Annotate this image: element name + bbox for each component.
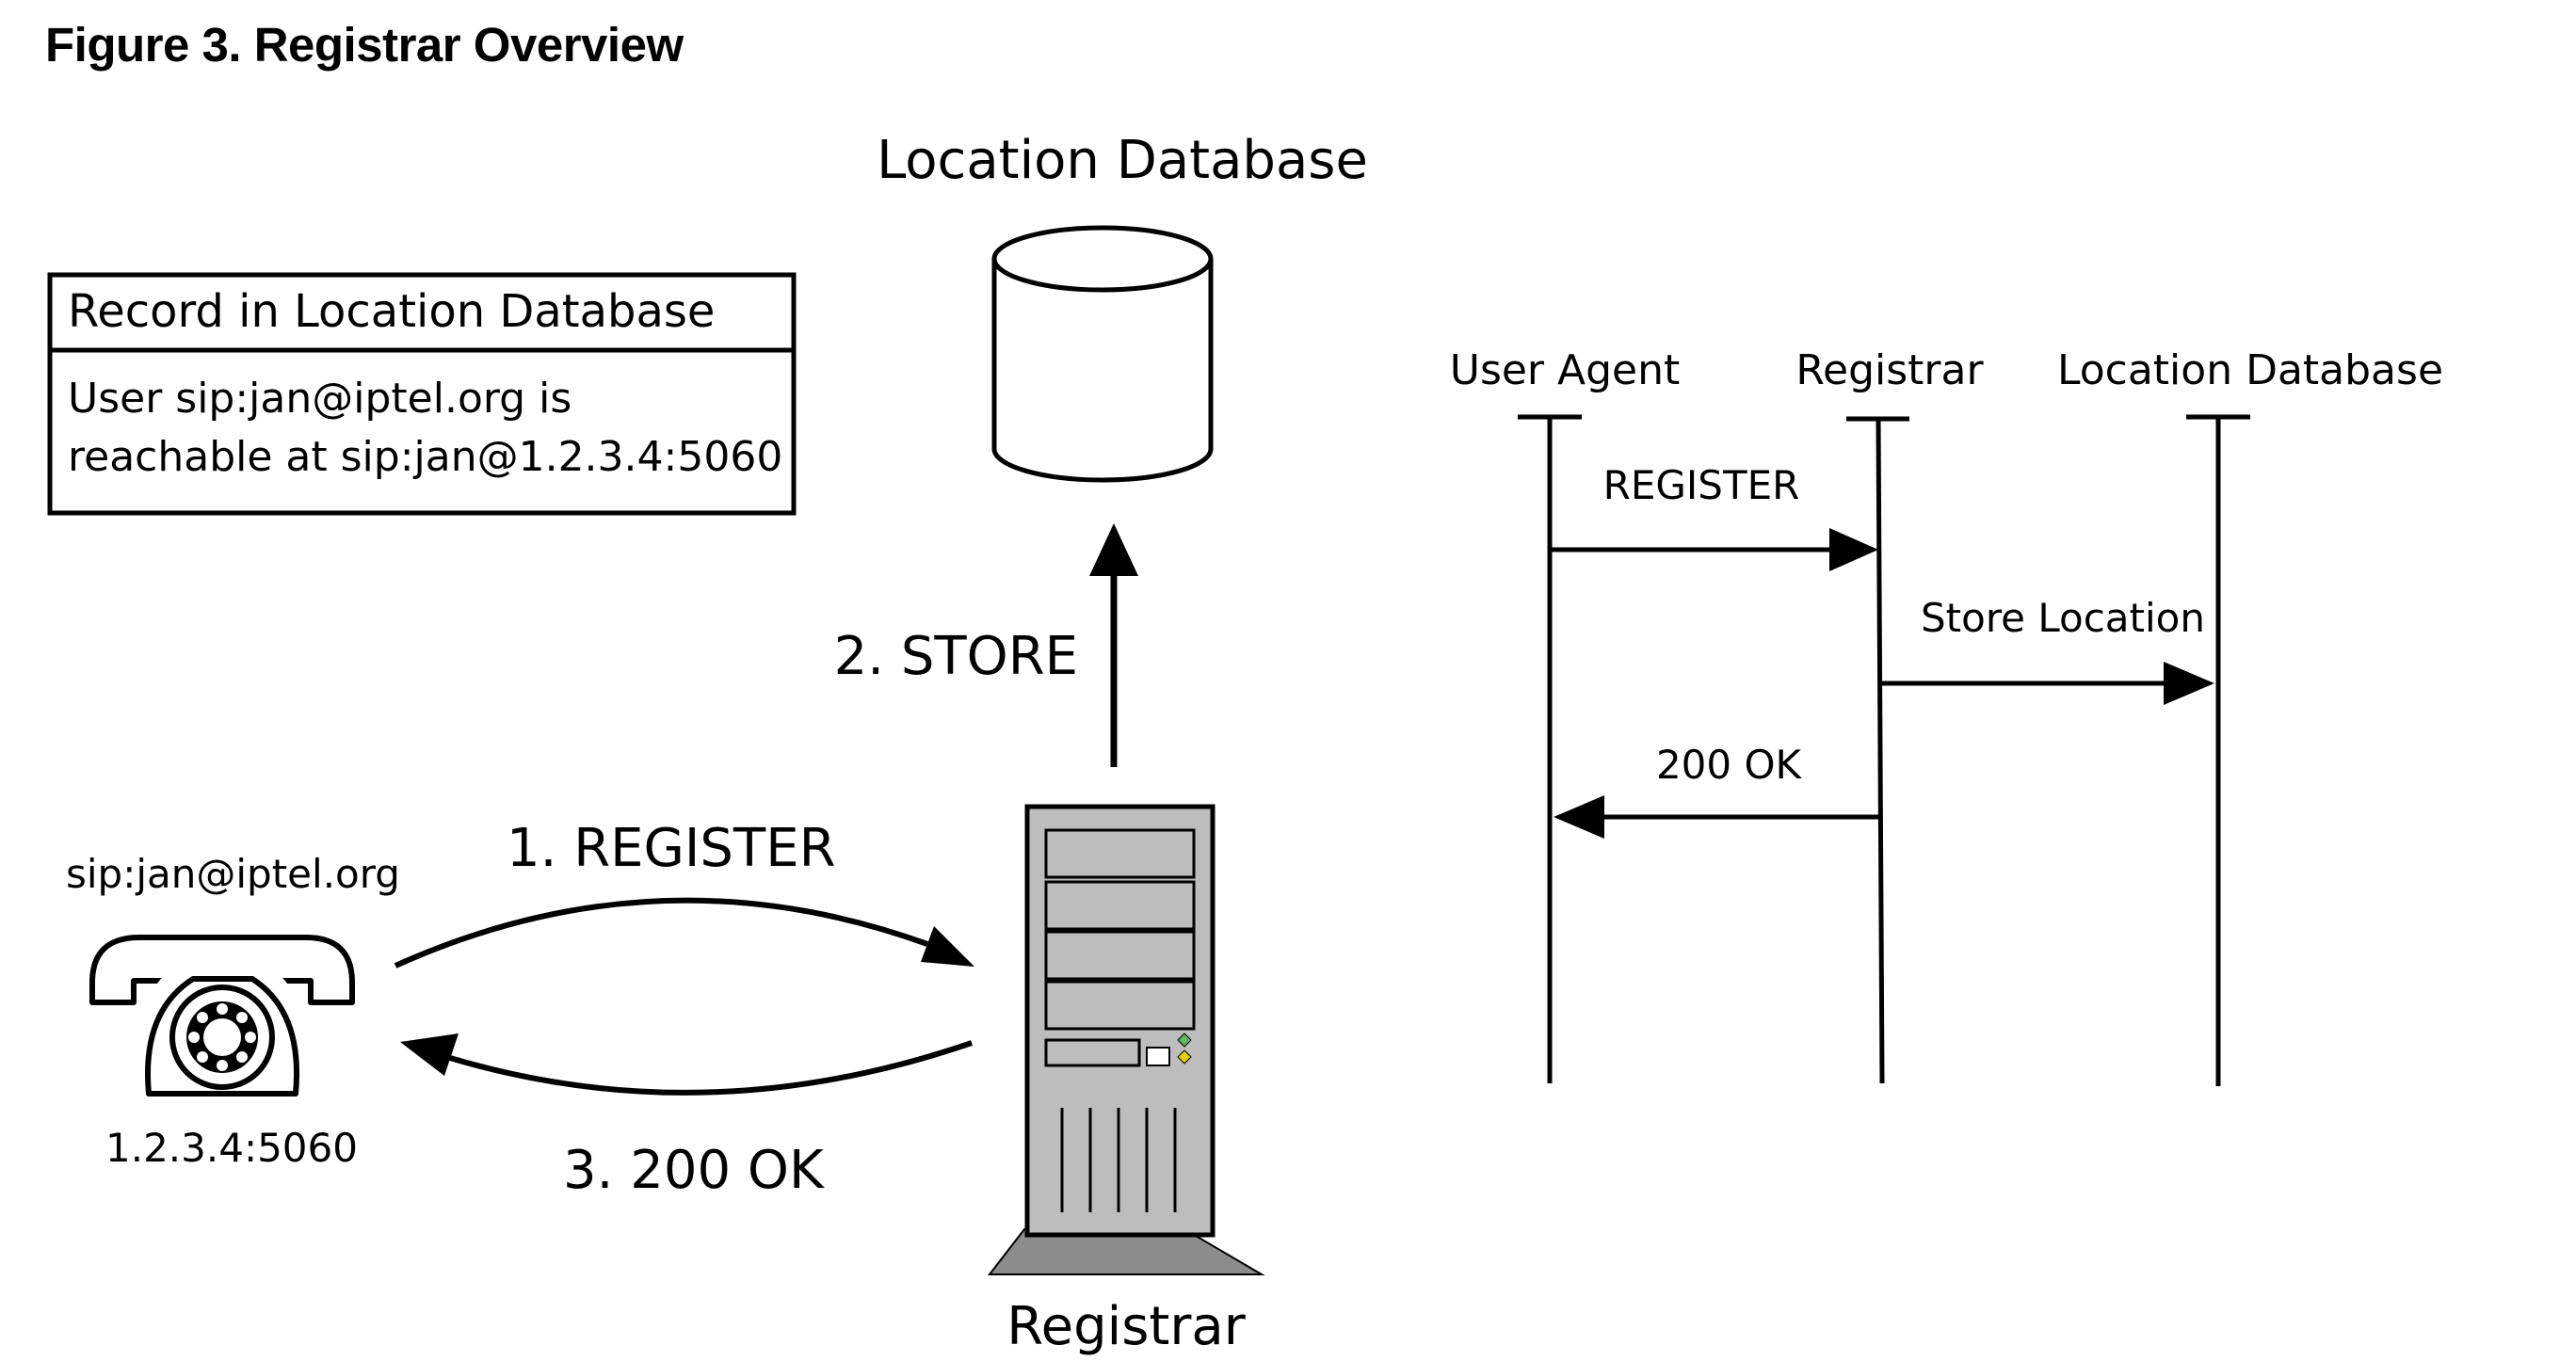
phone-address: 1.2.3.4:5060 [105, 1125, 358, 1171]
server-label: Registrar [1006, 1296, 1246, 1357]
ok-arrow [400, 1033, 973, 1096]
store-arrow [1089, 523, 1138, 767]
figure-title: Figure 3. Registrar Overview [45, 18, 684, 72]
message-store-location-label: Store Location [1921, 595, 2205, 641]
database-icon [991, 225, 1214, 483]
message-store-location-arrow [1880, 662, 2214, 705]
participant-user-agent: User Agent [1450, 346, 1681, 394]
register-label: 1. REGISTER [507, 818, 835, 879]
record-box: Record in Location Database User sip:jan… [47, 272, 797, 516]
sequence-diagram: User Agent Registrar Location Database R… [1450, 346, 2443, 1086]
message-register-label: REGISTER [1603, 462, 1800, 508]
phone-uri: sip:jan@iptel.org [66, 851, 400, 897]
telephone-icon [89, 935, 355, 1097]
ok-label: 3. 200 OK [563, 1140, 825, 1201]
database-group: Location Database [877, 130, 1368, 483]
phone-group: sip:jan@iptel.org 1.2.3.4:5060 [66, 851, 400, 1171]
participant-registrar: Registrar [1795, 346, 1984, 394]
database-label: Location Database [877, 130, 1368, 191]
store-label: 2. STORE [834, 626, 1078, 687]
record-box-line1: User sip:jan@iptel.org is [68, 375, 572, 423]
message-ok-arrow [1554, 795, 1880, 839]
register-arrow [394, 897, 974, 969]
record-box-header: Record in Location Database [68, 285, 715, 338]
message-register-arrow [1550, 528, 1878, 571]
participant-location-database: Location Database [2057, 346, 2443, 394]
lifeline-registrar [1876, 418, 1885, 1084]
record-box-line2: reachable at sip:jan@1.2.3.4:5060 [68, 433, 782, 481]
message-ok-label: 200 OK [1656, 742, 1803, 788]
server-icon [987, 804, 1265, 1275]
